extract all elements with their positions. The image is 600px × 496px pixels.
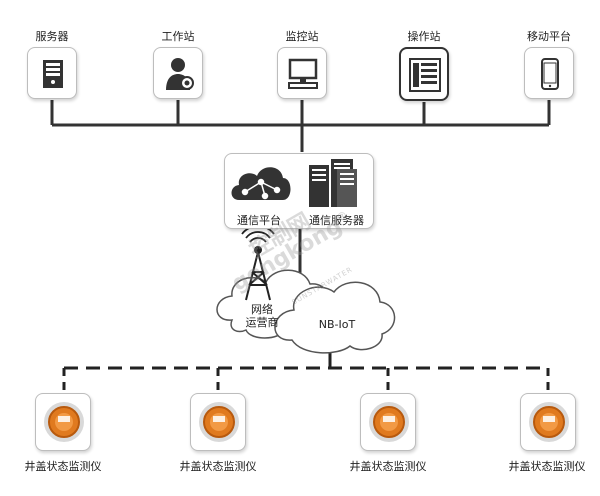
manhole-sensor-icon (199, 402, 239, 442)
carrier-label: 网络运营商 (240, 303, 284, 329)
user-gear-icon (166, 58, 194, 90)
communication-server-label: 通信服务器 (309, 214, 364, 227)
top-node-label-server: 服务器 (35, 30, 69, 43)
nbiot-label: NB-IoT (318, 318, 356, 331)
radio-tower-icon (241, 225, 275, 301)
sensor-label-3: 井盖状态监测仪 (349, 460, 427, 473)
top-node-label-mobile: 移动平台 (527, 30, 571, 43)
server-rack-icon (309, 159, 357, 207)
sensor-node-4 (520, 393, 576, 451)
monitoring-station-node (277, 47, 327, 99)
cloud-network-icon (231, 167, 291, 200)
communication-platform-label: 通信平台 (237, 214, 281, 227)
nbiot-cloud (274, 281, 396, 354)
sensor-label-4: 井盖状态监测仪 (508, 460, 586, 473)
manhole-sensor-icon (529, 402, 569, 442)
carrier-label-text: 网络运营商 (245, 303, 279, 329)
control-panel-icon (409, 58, 441, 92)
sensor-node-2 (190, 393, 246, 451)
top-node-label-operator: 操作站 (407, 30, 441, 43)
mobile-platform-node (524, 47, 574, 99)
workstation-node (153, 47, 203, 99)
computer-icon (288, 58, 318, 89)
manhole-sensor-icon (44, 402, 84, 442)
operator-station-node (399, 47, 449, 101)
server-icon (43, 60, 63, 88)
communication-hub-box: 通信平台 通信服务器 (224, 153, 374, 229)
smartphone-icon (541, 58, 559, 90)
top-node-label-monitoring: 监控站 (285, 30, 319, 43)
manhole-sensor-icon (369, 402, 409, 442)
bottom-bus-connections (62, 345, 550, 392)
top-bus-connections (50, 100, 551, 290)
sensor-label-2: 井盖状态监测仪 (179, 460, 257, 473)
server-node (27, 47, 77, 99)
sensor-node-1 (35, 393, 91, 451)
sensor-node-3 (360, 393, 416, 451)
sensor-label-1: 井盖状态监测仪 (24, 460, 102, 473)
top-node-label-workstation: 工作站 (161, 30, 195, 43)
